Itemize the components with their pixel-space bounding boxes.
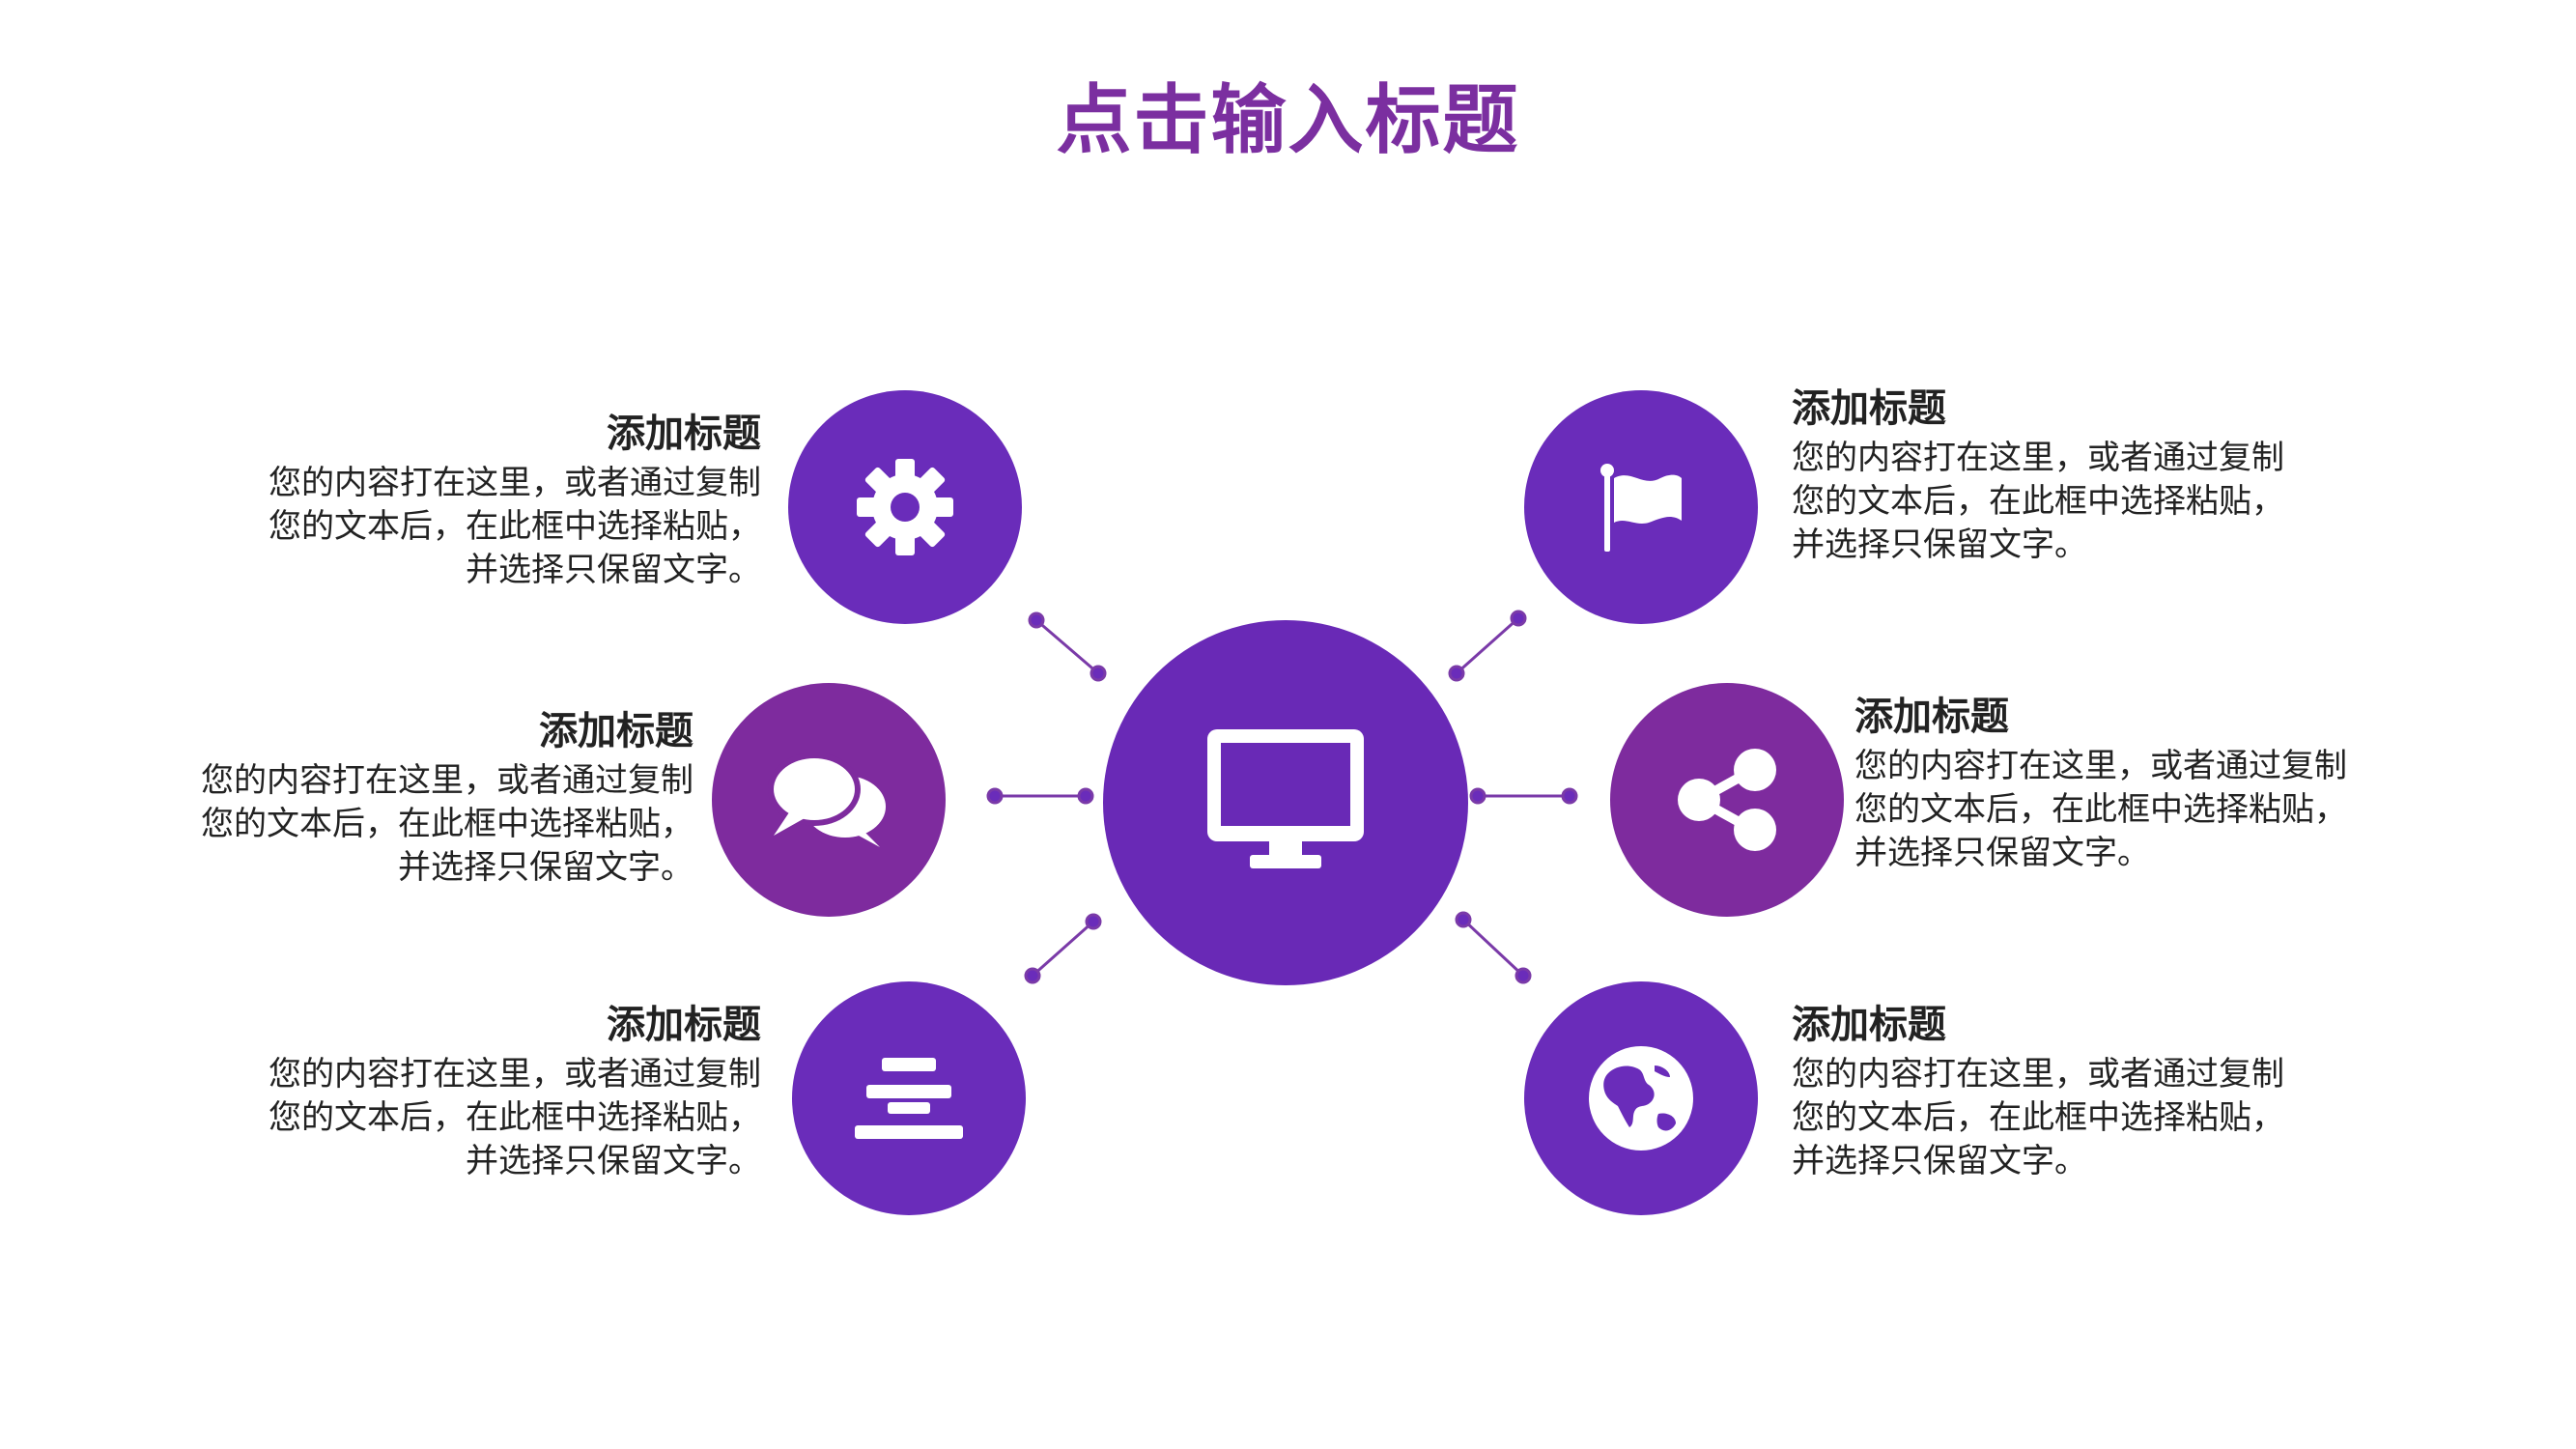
node-4 xyxy=(1524,390,1758,624)
block-text: 您的内容打在这里，或者通过复制 您的文本后，在此框中选择粘贴， 并选择只保留文字… xyxy=(1792,439,2284,564)
block-text: 您的内容打在这里，或者通过复制 您的文本后，在此框中选择粘贴， 并选择只保留文字… xyxy=(1792,1055,2284,1180)
block-heading: 添加标题 xyxy=(1792,386,1946,431)
connector-dot xyxy=(1028,611,1045,629)
connector-line-top-right xyxy=(1456,616,1519,675)
globe-icon xyxy=(1589,1046,1693,1151)
connector-dot xyxy=(1077,787,1094,805)
block-text: 您的内容打在这里，或者通过复制 您的文本后，在此框中选择粘贴， 并选择只保留文字… xyxy=(1854,747,2347,872)
node-5 xyxy=(1610,683,1844,917)
connector-dot xyxy=(1455,911,1472,928)
gear-icon xyxy=(857,459,953,555)
connector-line-bottom-right xyxy=(1461,918,1525,978)
connector-dot xyxy=(1085,913,1102,930)
text-block-5: 添加标题 您的内容打在这里，或者通过复制 您的文本后，在此框中选择粘贴， 并选择… xyxy=(1854,691,2453,875)
connector-dot xyxy=(1514,967,1532,984)
block-text: 您的内容打在这里，或者通过复制 您的文本后，在此框中选择粘贴， 并选择只保留文字… xyxy=(201,761,694,887)
text-block-1: 添加标题 您的内容打在这里，或者通过复制 您的文本后，在此框中选择粘贴， 并选择… xyxy=(174,408,761,592)
chat-bubbles-icon xyxy=(768,753,886,847)
node-2 xyxy=(712,683,946,917)
block-text: 您的内容打在这里，或者通过复制 您的文本后，在此框中选择粘贴， 并选择只保留文字… xyxy=(269,1055,761,1180)
text-block-6: 添加标题 您的内容打在这里，或者通过复制 您的文本后，在此框中选择粘贴， 并选择… xyxy=(1792,999,2391,1183)
block-heading: 添加标题 xyxy=(1854,695,2009,739)
stack-bars-icon xyxy=(855,1058,963,1139)
block-heading: 添加标题 xyxy=(607,412,761,456)
text-block-4: 添加标题 您的内容打在这里，或者通过复制 您的文本后，在此框中选择粘贴， 并选择… xyxy=(1792,383,2391,567)
connector-dot xyxy=(986,787,1004,805)
node-6 xyxy=(1524,981,1758,1215)
connector-dot xyxy=(1469,787,1486,805)
node-3 xyxy=(792,981,1026,1215)
flag-icon xyxy=(1600,464,1682,552)
page-title: 点击输入标题 xyxy=(1056,77,1520,164)
connector-dot xyxy=(1561,787,1578,805)
block-heading: 添加标题 xyxy=(539,709,694,753)
block-heading: 添加标题 xyxy=(607,1003,761,1047)
connector-dot xyxy=(1090,665,1107,682)
connector-line-top-left xyxy=(1035,618,1099,675)
monitor-icon xyxy=(1207,729,1364,868)
node-1 xyxy=(788,390,1022,624)
connector-line-bottom-left xyxy=(1032,920,1094,978)
block-text: 您的内容打在这里，或者通过复制 您的文本后，在此框中选择粘贴， 并选择只保留文字… xyxy=(269,464,761,589)
connector-dot xyxy=(1510,610,1527,627)
text-block-3: 添加标题 您的内容打在这里，或者通过复制 您的文本后，在此框中选择粘贴， 并选择… xyxy=(174,999,761,1183)
connector-dot xyxy=(1024,967,1041,984)
center-node xyxy=(1103,620,1468,985)
block-heading: 添加标题 xyxy=(1792,1003,1946,1047)
share-icon xyxy=(1678,749,1776,851)
connector-dot xyxy=(1448,665,1465,682)
text-block-2: 添加标题 您的内容打在这里，或者通过复制 您的文本后，在此框中选择粘贴， 并选择… xyxy=(106,705,694,890)
